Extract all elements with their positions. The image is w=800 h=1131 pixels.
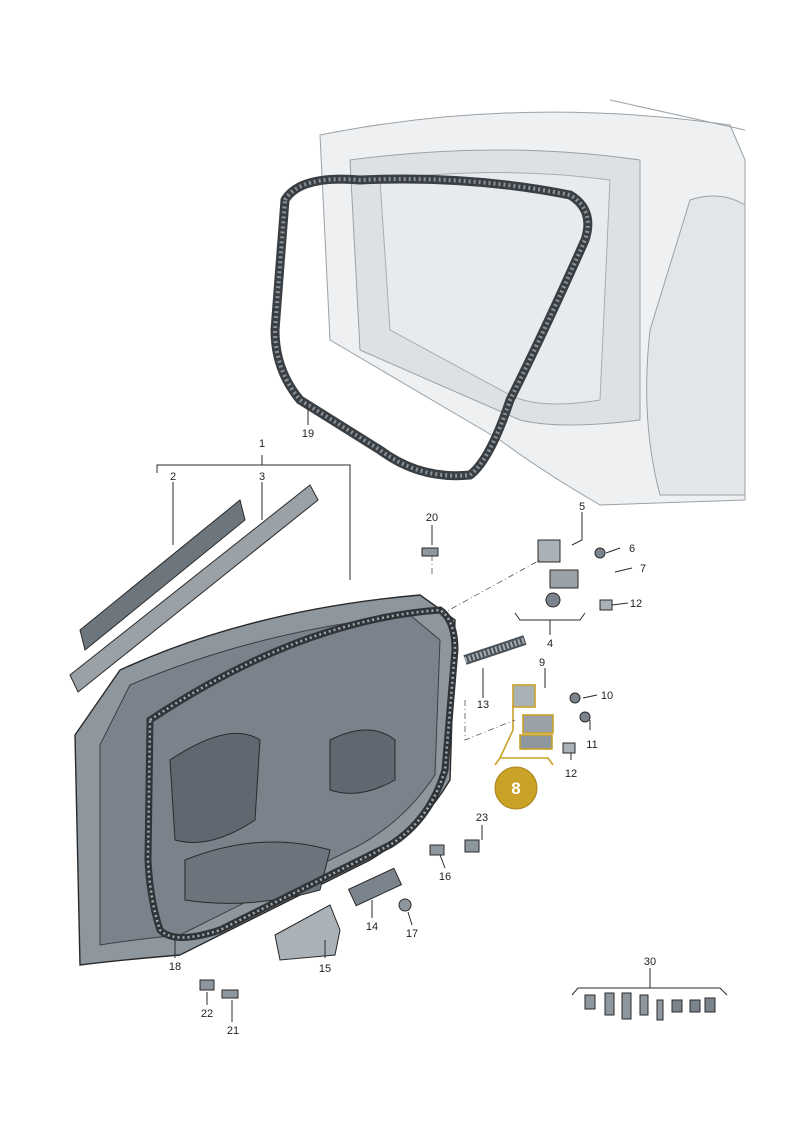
callout-6: 6 <box>629 543 635 555</box>
bolt-20 <box>421 547 439 557</box>
callout-22: 22 <box>201 1008 213 1020</box>
upper-hinge <box>537 539 613 611</box>
small-parts-set <box>584 992 716 1021</box>
callout-7: 7 <box>640 563 646 575</box>
callout-4: 4 <box>547 638 553 650</box>
lower-hinge-highlighted <box>512 684 591 754</box>
callout-2: 2 <box>170 471 176 483</box>
callout-19: 19 <box>302 428 314 440</box>
callout-17: 17 <box>406 928 418 940</box>
callout-16: 16 <box>439 871 451 883</box>
callout-21: 21 <box>227 1025 239 1037</box>
callout-30: 30 <box>644 956 656 968</box>
callout-10: 10 <box>601 690 613 702</box>
callout-3: 3 <box>259 471 265 483</box>
bolt-17 <box>398 898 412 912</box>
door-check-housing <box>274 904 341 961</box>
callout-11: 11 <box>586 739 597 751</box>
callout-labels: 1 2 3 4 5 6 7 9 10 11 12 12 13 14 15 16 … <box>169 428 656 1037</box>
callout-23: 23 <box>476 812 488 824</box>
bolt-16 <box>429 844 445 856</box>
callout-9: 9 <box>539 657 545 669</box>
window-strip-outer <box>69 484 319 693</box>
callout-14: 14 <box>366 921 378 933</box>
door-opening-seal <box>270 174 593 481</box>
bolt-21 <box>221 989 239 999</box>
callout-13: 13 <box>477 699 489 711</box>
door-seal <box>144 606 459 941</box>
callout-20: 20 <box>426 512 438 524</box>
callout-12-lower: 12 <box>565 768 577 780</box>
bolt-23 <box>464 839 480 853</box>
bolt-22 <box>199 979 215 991</box>
callout-5: 5 <box>579 501 585 513</box>
window-strip-inner <box>79 499 246 651</box>
callout-12-upper: 12 <box>630 598 642 610</box>
highlight-badge-label: 8 <box>511 779 520 798</box>
car-body-opening <box>319 99 746 506</box>
callout-15: 15 <box>319 963 331 975</box>
highlight-badge: 8 <box>494 766 538 810</box>
callout-1: 1 <box>259 438 265 450</box>
callout-18: 18 <box>169 961 181 973</box>
spring-13 <box>463 635 527 665</box>
leader-lines <box>156 405 728 1022</box>
door-check-arm <box>347 867 403 907</box>
